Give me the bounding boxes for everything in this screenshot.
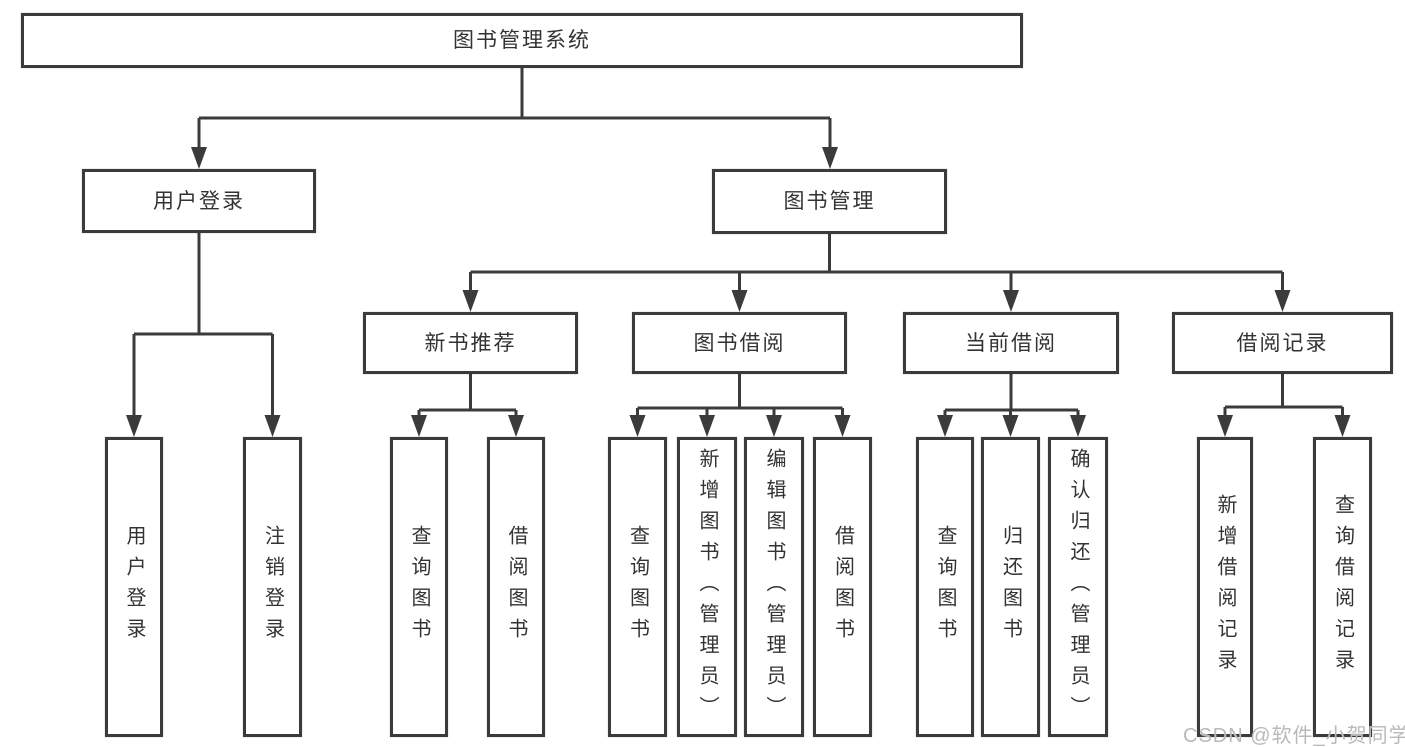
leaf-return-book: 归还图书: [981, 437, 1040, 737]
leaf-query-books-recommend-label: 查询图书: [408, 525, 430, 649]
leaf-query-borrow-record: 查询借阅记录: [1313, 437, 1372, 737]
node-borrowing-records-label: 借阅记录: [1236, 331, 1329, 355]
leaf-borrow-books-2: 借阅图书: [813, 437, 872, 737]
node-root-label: 图书管理系统: [453, 29, 591, 52]
watermark: CSDN @软件_小贺同学: [1183, 725, 1405, 747]
leaf-user-login-label: 用户登录: [123, 525, 145, 649]
leaf-query-books-borrow-label: 查询图书: [626, 525, 649, 649]
node-book-borrowing-label: 图书借阅: [693, 331, 786, 355]
leaf-add-borrow-record-label: 新增借阅记录: [1214, 494, 1236, 680]
leaf-return-book-label: 归还图书: [999, 525, 1022, 649]
leaf-add-book-admin-label: 新增图书（管理员）: [696, 447, 718, 727]
leaf-logout: 注销登录: [243, 437, 302, 737]
node-root: 图书管理系统: [21, 13, 1023, 68]
node-user-login: 用户登录: [82, 169, 316, 233]
node-current-borrowing-label: 当前借阅: [965, 331, 1057, 355]
node-borrowing-records: 借阅记录: [1172, 312, 1393, 374]
leaf-add-borrow-record: 新增借阅记录: [1197, 437, 1253, 737]
leaf-query-books-recommend: 查询图书: [390, 437, 448, 737]
leaf-query-books-current: 查询图书: [916, 437, 974, 737]
leaf-query-books-borrow: 查询图书: [608, 437, 667, 737]
leaf-borrow-books-2-label: 借阅图书: [831, 525, 854, 649]
leaf-query-books-current-label: 查询图书: [934, 525, 956, 649]
leaf-edit-book-admin: 编辑图书（管理员）: [744, 437, 804, 737]
node-new-book-recommend: 新书推荐: [363, 312, 578, 374]
node-current-borrowing: 当前借阅: [903, 312, 1119, 374]
leaf-query-borrow-record-label: 查询借阅记录: [1331, 494, 1354, 680]
leaf-borrow-books-recommend: 借阅图书: [487, 437, 545, 737]
node-book-management-label: 图书管理: [783, 190, 876, 213]
leaf-edit-book-admin-label: 编辑图书（管理员）: [763, 447, 785, 727]
leaf-confirm-return-admin-label: 确认归还（管理员）: [1067, 447, 1089, 727]
node-user-login-label: 用户登录: [153, 189, 245, 213]
leaf-add-book-admin: 新增图书（管理员）: [677, 437, 737, 737]
leaf-user-login: 用户登录: [105, 437, 163, 737]
node-new-book-recommend-label: 新书推荐: [424, 331, 517, 355]
node-book-management: 图书管理: [712, 169, 947, 234]
leaf-borrow-books-recommend-label: 借阅图书: [505, 525, 527, 649]
leaf-logout-label: 注销登录: [261, 525, 284, 649]
node-book-borrowing: 图书借阅: [632, 312, 847, 374]
leaf-confirm-return-admin: 确认归还（管理员）: [1048, 437, 1108, 737]
